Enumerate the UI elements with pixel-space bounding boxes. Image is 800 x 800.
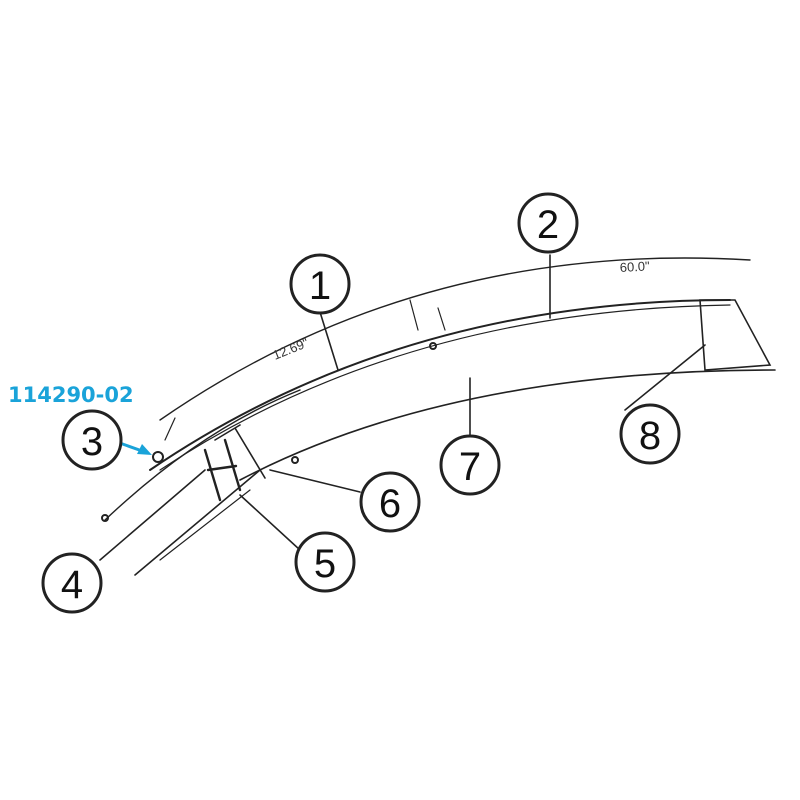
callout-number-2: 2 xyxy=(537,203,559,247)
fastener xyxy=(291,456,299,464)
end-cap xyxy=(699,299,772,371)
h-bracket xyxy=(203,438,242,502)
callout-circle-4 xyxy=(41,552,103,614)
leader-4 xyxy=(99,469,206,561)
leader-6 xyxy=(269,469,361,493)
callout-circle-5 xyxy=(294,531,356,593)
outer-trim-line xyxy=(104,389,301,521)
callout-number-7: 7 xyxy=(459,445,481,489)
callout-number-6: 6 xyxy=(379,482,401,526)
callout-circle-6 xyxy=(359,471,421,533)
callout-circle-8 xyxy=(619,403,681,465)
callout-number-1: 1 xyxy=(309,264,331,308)
dimension-arc xyxy=(159,257,751,421)
fastener xyxy=(101,514,109,522)
leader-5 xyxy=(239,494,301,551)
leader-8 xyxy=(624,344,706,411)
dimension-ticks xyxy=(164,299,446,441)
callout-number-5: 5 xyxy=(314,542,336,586)
bracket-arm xyxy=(214,424,266,479)
fastener xyxy=(429,342,437,350)
dimension-small-label: 12.69" xyxy=(271,335,311,363)
callout-number-4: 4 xyxy=(61,563,83,607)
part-number-label: 114290-02 xyxy=(8,383,134,407)
callout-group xyxy=(41,192,681,614)
lower-leg-line-2 xyxy=(159,489,251,561)
lower-leg-line xyxy=(134,469,261,576)
arch-top-edge-inner xyxy=(159,304,731,471)
arch-bottom-edge xyxy=(239,369,776,481)
fastener xyxy=(152,451,164,463)
callout-labels: 1 2 3 4 5 6 7 8 xyxy=(61,203,661,607)
arch-top-edge xyxy=(149,299,731,471)
dimension-large-label: 60.0" xyxy=(619,258,650,275)
callout-number-3: 3 xyxy=(81,420,103,464)
leader-1 xyxy=(319,311,339,371)
callout-circle-3 xyxy=(61,409,123,471)
callout-circle-7 xyxy=(439,434,501,496)
callout-number-8: 8 xyxy=(639,414,661,458)
callout-circle-1 xyxy=(289,253,351,315)
callout-circle-2 xyxy=(517,192,579,254)
